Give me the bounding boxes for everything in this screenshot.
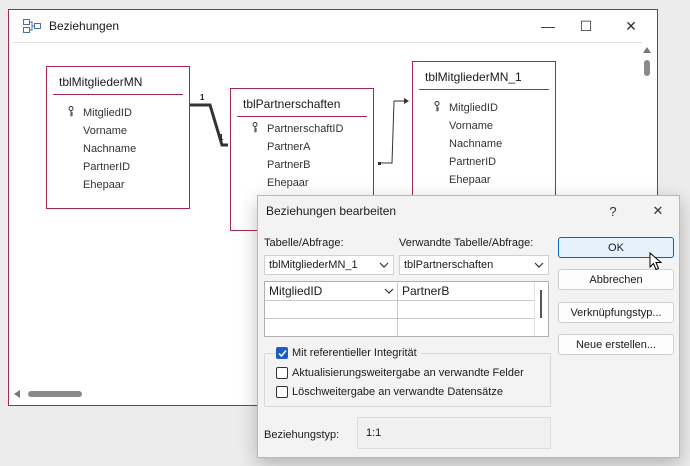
referential-integrity-checkbox[interactable] xyxy=(276,347,288,359)
field-item[interactable]: PartnerID xyxy=(83,161,131,173)
primary-key-icon xyxy=(434,101,440,112)
horizontal-scrollbar[interactable] xyxy=(12,387,252,401)
horizontal-scroll-thumb[interactable] xyxy=(28,391,82,397)
cascade-update-checkbox[interactable] xyxy=(276,367,288,379)
grid-scroll-thumb[interactable] xyxy=(540,290,542,318)
table-divider xyxy=(419,89,549,90)
table-box-tblmitgliedermn[interactable]: tblMitgliederMN MitgliedID Vorname Nachn… xyxy=(46,66,190,209)
grid-left-value: MitgliedID xyxy=(269,284,323,298)
primary-key-icon xyxy=(68,106,74,117)
table-title: tblPartnerschaften xyxy=(243,97,341,111)
field-item[interactable]: PartnerschaftID xyxy=(267,123,344,135)
related-table-value: tblPartnerschaften xyxy=(404,259,494,271)
chevron-down-icon xyxy=(379,262,389,268)
mouse-cursor-icon xyxy=(649,252,663,271)
grid-cell-left[interactable]: MitgliedID xyxy=(265,282,398,301)
grid-cell-empty[interactable] xyxy=(398,319,535,336)
field-item[interactable]: Ehepaar xyxy=(449,174,491,186)
window-title: Beziehungen xyxy=(49,19,120,33)
cascade-delete-checkbox[interactable] xyxy=(276,386,288,398)
field-item[interactable]: PartnerB xyxy=(267,159,311,171)
field-item[interactable]: Ehepaar xyxy=(267,177,309,189)
field-item[interactable]: PartnerID xyxy=(449,156,497,168)
edit-relationships-dialog: Beziehungen bearbeiten ? ✕ Tabelle/Abfra… xyxy=(257,195,680,458)
referential-integrity-option[interactable]: Mit referentieller Integrität xyxy=(276,347,421,359)
cascade-delete-option[interactable]: Löschweitergabe an verwandte Datensätze xyxy=(276,386,503,398)
grid-cell-empty[interactable] xyxy=(265,319,398,336)
help-button[interactable]: ? xyxy=(609,203,617,219)
field-item[interactable]: Ehepaar xyxy=(83,179,125,191)
minimize-button[interactable]: — xyxy=(541,18,555,34)
table-query-label: Tabelle/Abfrage: xyxy=(264,237,344,249)
grid-right-value: PartnerB xyxy=(402,284,450,298)
related-table-select[interactable]: tblPartnerschaften xyxy=(399,255,549,275)
relationship-lines[interactable]: 1 1 xyxy=(12,43,642,387)
scroll-left-icon[interactable] xyxy=(14,390,20,398)
field-item[interactable]: PartnerA xyxy=(267,141,311,153)
referential-integrity-label: Mit referentieller Integrität xyxy=(292,347,417,359)
chevron-down-icon xyxy=(534,262,544,268)
create-new-button[interactable]: Neue erstellen... xyxy=(558,334,674,355)
table-title: tblMitgliederMN_1 xyxy=(425,70,522,84)
maximize-button[interactable]: ☐ xyxy=(579,17,593,34)
grid-cell-right[interactable]: PartnerB xyxy=(398,282,535,301)
vertical-scroll-thumb[interactable] xyxy=(644,60,650,76)
table-query-value: tblMitgliederMN_1 xyxy=(269,259,358,271)
vertical-scrollbar[interactable] xyxy=(640,44,654,384)
cascade-delete-label: Löschweitergabe an verwandte Datensätze xyxy=(292,386,503,398)
relation-one-left: 1 xyxy=(200,93,205,102)
field-item[interactable]: Nachname xyxy=(449,138,503,150)
scroll-up-icon[interactable] xyxy=(643,47,651,53)
primary-key-icon xyxy=(252,122,258,133)
field-item[interactable]: MitgliedID xyxy=(449,102,498,114)
field-item[interactable]: Vorname xyxy=(449,120,494,132)
join-type-button[interactable]: Verknüpfungstyp... xyxy=(558,302,674,323)
title-bar[interactable]: Beziehungen — ☐ ✕ xyxy=(9,10,657,42)
table-title: tblMitgliederMN xyxy=(59,75,143,89)
table-divider xyxy=(237,116,367,117)
relationship-type-value: 1:1 xyxy=(357,417,551,449)
table-box-tblmitgliedermn-1[interactable]: tblMitgliederMN_1 MitgliedID Vorname Nac… xyxy=(412,61,556,204)
options-group: Mit referentieller Integrität Aktualisie… xyxy=(264,347,551,407)
cascade-update-option[interactable]: Aktualisierungsweitergabe an verwandte F… xyxy=(276,367,524,379)
field-item[interactable]: MitgliedID xyxy=(83,107,132,119)
field-item[interactable]: Vorname xyxy=(83,125,128,137)
table-divider xyxy=(53,94,183,95)
ok-button[interactable]: OK xyxy=(558,237,674,258)
dialog-close-button[interactable]: ✕ xyxy=(652,203,664,218)
field-item[interactable]: Nachname xyxy=(83,143,137,155)
relationship-type-label: Beziehungstyp: xyxy=(264,429,340,441)
checkmark-icon xyxy=(278,350,287,358)
relationships-icon xyxy=(23,19,41,33)
cancel-button[interactable]: Abbrechen xyxy=(558,269,674,290)
table-query-select[interactable]: tblMitgliederMN_1 xyxy=(264,255,394,275)
field-mapping-grid[interactable]: MitgliedID PartnerB xyxy=(264,281,549,337)
grid-cell-empty[interactable] xyxy=(265,301,398,319)
dialog-title: Beziehungen bearbeiten xyxy=(266,204,397,218)
grid-scrollbar[interactable] xyxy=(534,282,548,336)
chevron-down-icon[interactable] xyxy=(383,286,395,296)
related-table-label: Verwandte Tabelle/Abfrage: xyxy=(399,237,534,249)
grid-cell-empty[interactable] xyxy=(398,301,535,319)
close-button[interactable]: ✕ xyxy=(625,17,637,34)
relation-one-right: 1 xyxy=(219,133,224,142)
cascade-update-label: Aktualisierungsweitergabe an verwandte F… xyxy=(292,367,524,379)
